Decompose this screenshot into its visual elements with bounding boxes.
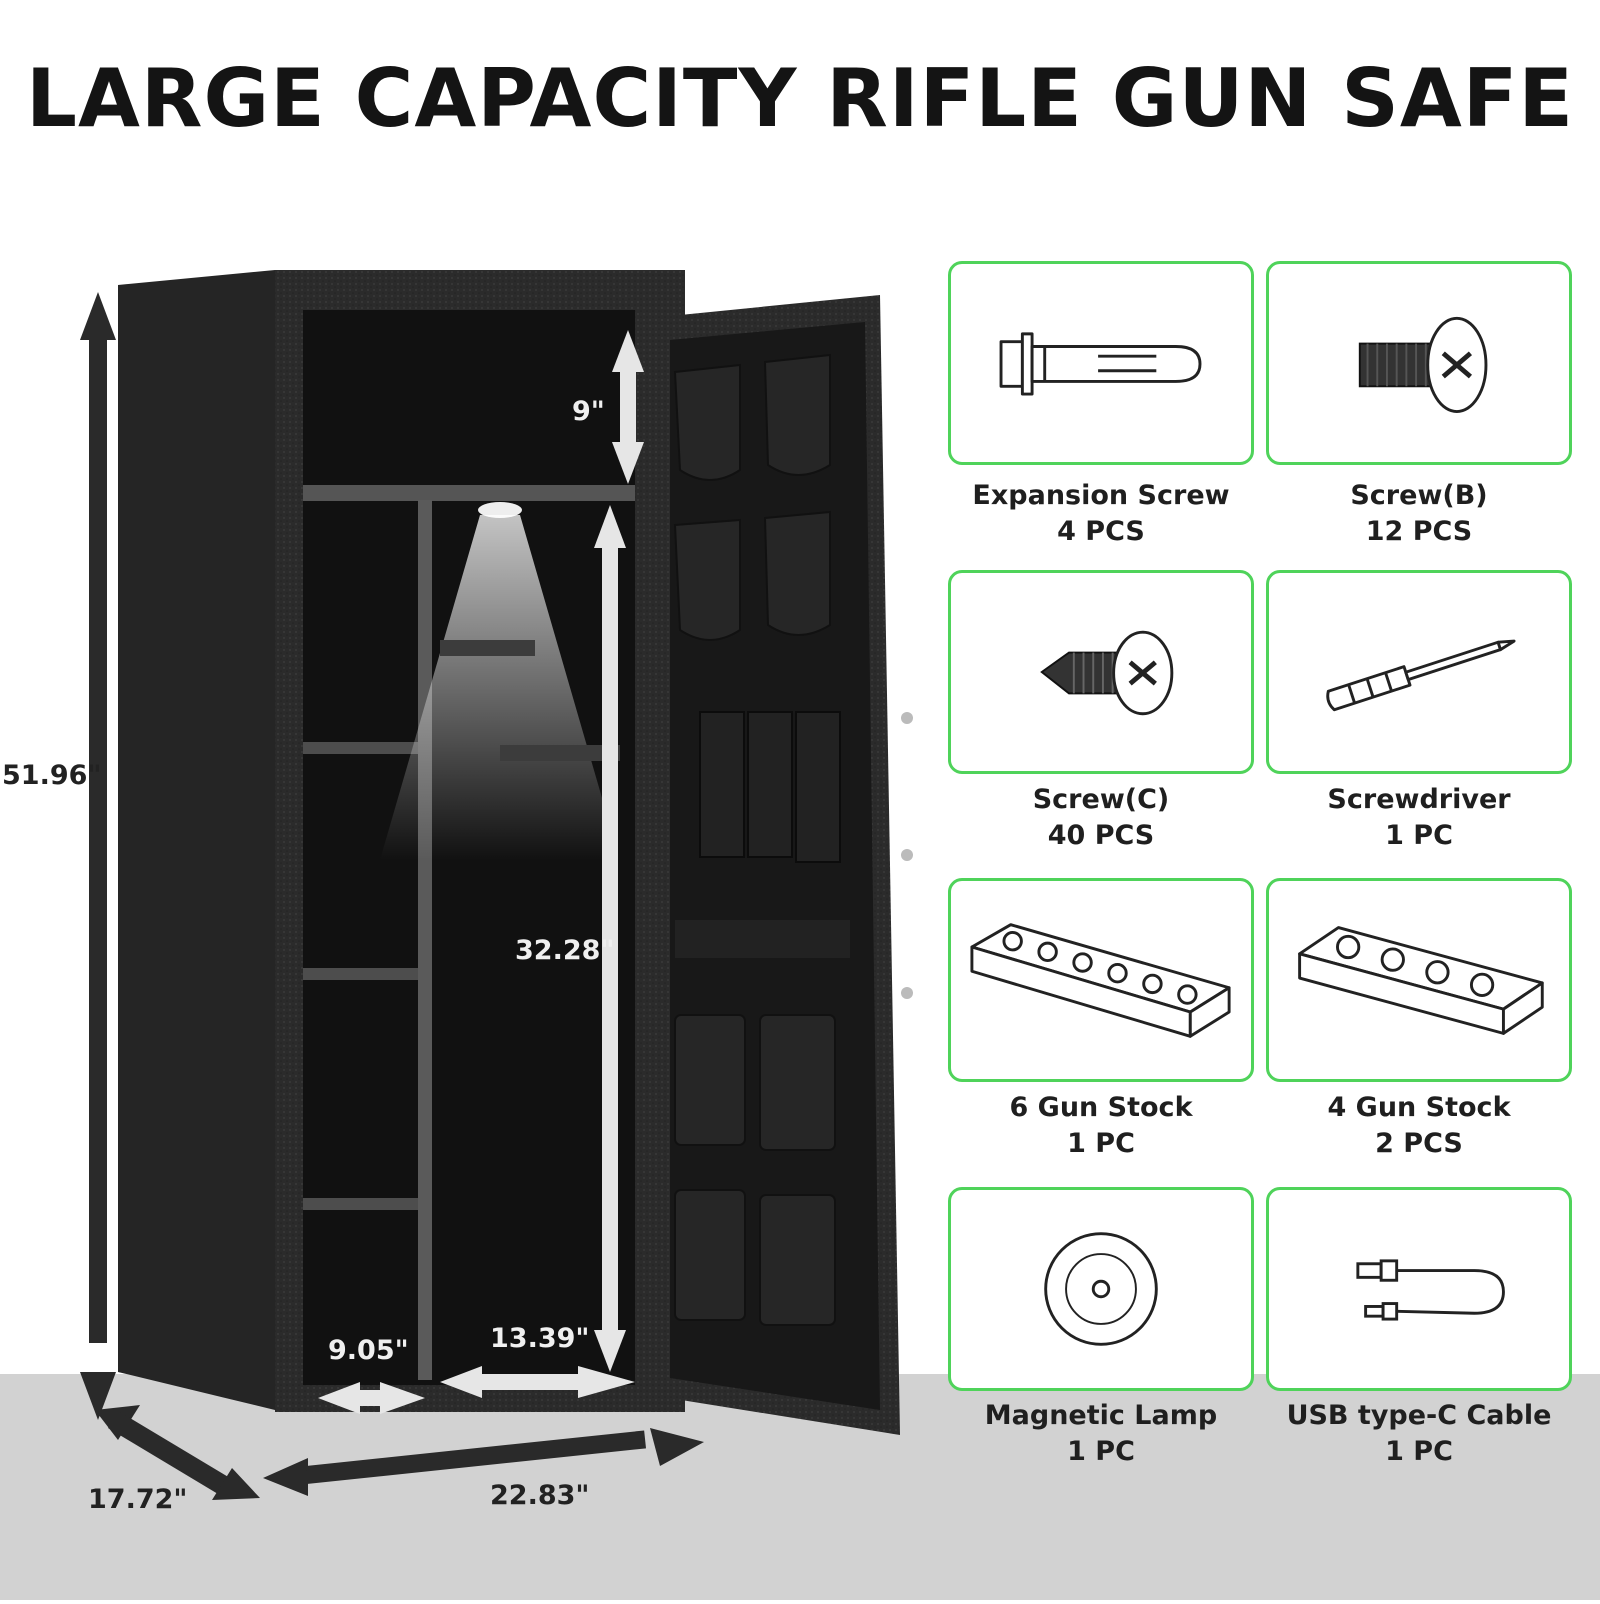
lamp-beam — [380, 515, 620, 860]
accessory-card-usb-cable — [1266, 1187, 1572, 1391]
dim-main-height: 32.28" — [515, 935, 615, 966]
accessory-name: Magnetic Lamp — [984, 1400, 1218, 1431]
center-divider — [418, 500, 432, 1380]
accessory-label: Screw(B) 12 PCS — [1266, 478, 1572, 550]
accessory-label: 6 Gun Stock 1 PC — [948, 1090, 1254, 1162]
top-shelf — [303, 485, 635, 501]
accessory-qty: 1 PC — [1067, 1436, 1135, 1467]
screwdriver-icon — [1326, 639, 1516, 712]
accessory-qty: 12 PCS — [1365, 516, 1473, 547]
accessory-qty: 2 PCS — [1375, 1128, 1463, 1159]
accessory-card-screwdriver — [1266, 570, 1572, 774]
four-gun-stock-icon — [1298, 926, 1544, 1035]
accessory-card-expansion-screw — [948, 261, 1254, 465]
accessory-label: Expansion Screw 4 PCS — [948, 478, 1254, 550]
left-shelf-2 — [303, 968, 418, 980]
dim-left-width: 9.05" — [328, 1335, 409, 1366]
accessory-qty: 1 PC — [1067, 1128, 1135, 1159]
accessory-label: 4 Gun Stock 2 PCS — [1266, 1090, 1572, 1162]
accessory-card-six-gun-stock — [948, 878, 1254, 1082]
accessory-qty: 1 PC — [1385, 820, 1453, 851]
accessory-qty: 40 PCS — [1047, 820, 1155, 851]
dim-total-height: 51.96" — [2, 760, 102, 791]
magnetic-lamp-icon — [1044, 1232, 1158, 1346]
dim-top-compartment: 9" — [572, 396, 605, 427]
left-shelf-1 — [303, 742, 418, 754]
dim-right-width: 13.39" — [490, 1323, 590, 1354]
accessory-name: Screw(B) — [1350, 480, 1488, 511]
accessory-name: USB type-C Cable — [1286, 1400, 1552, 1431]
accessory-label: USB type-C Cable 1 PC — [1266, 1398, 1572, 1470]
dim-depth: 17.72" — [88, 1484, 188, 1515]
accessory-name: 4 Gun Stock — [1327, 1092, 1511, 1123]
accessory-qty: 1 PC — [1385, 1436, 1453, 1467]
accessory-name: Screwdriver — [1327, 784, 1511, 815]
accessory-qty: 4 PCS — [1057, 516, 1145, 547]
usb-cable-icon — [1356, 1259, 1505, 1321]
screw-c-icon — [1040, 630, 1174, 716]
accessory-label: Screwdriver 1 PC — [1266, 782, 1572, 854]
accessory-card-magnetic-lamp — [948, 1187, 1254, 1391]
dim-width: 22.83" — [490, 1480, 590, 1511]
safe-side-panel — [118, 270, 275, 1410]
page-title: LARGE CAPACITY RIFLE GUN SAFE — [25, 52, 1575, 145]
six-gun-stock-icon — [970, 923, 1231, 1038]
expansion-screw-icon — [999, 332, 1202, 396]
accessory-card-screw-c — [948, 570, 1254, 774]
accessory-name: 6 Gun Stock — [1009, 1092, 1193, 1123]
lamp — [478, 502, 522, 518]
safe-drawing — [80, 270, 913, 1500]
accessory-label: Magnetic Lamp 1 PC — [948, 1398, 1254, 1470]
accessory-label: Screw(C) 40 PCS — [948, 782, 1254, 854]
left-shelf-3 — [303, 1198, 418, 1210]
accessory-name: Screw(C) — [1032, 784, 1170, 815]
safe-illustration: 51.96" 17.72" 22.83" 9" 32.28" 9.05" 13.… — [2, 270, 913, 1515]
accessory-name: Expansion Screw — [972, 480, 1230, 511]
screw-b-icon — [1358, 316, 1488, 413]
accessory-card-screw-b — [1266, 261, 1572, 465]
accessory-card-four-gun-stock — [1266, 878, 1572, 1082]
